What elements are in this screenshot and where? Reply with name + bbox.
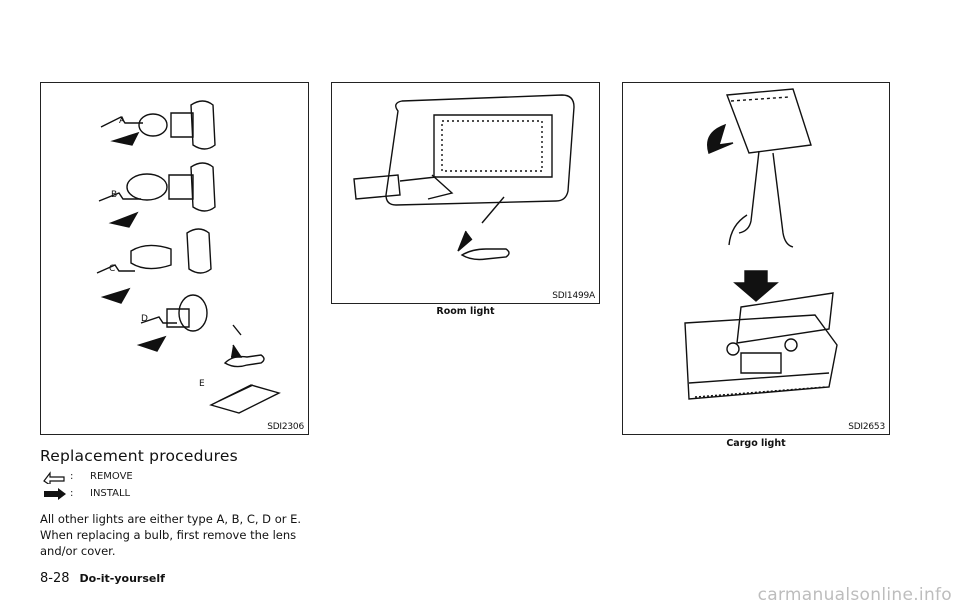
figure-code: SDI2306 [267, 422, 304, 432]
legend-colon: : [70, 488, 74, 499]
legend-colon: : [70, 471, 74, 482]
legend-label-install: INSTALL [90, 488, 131, 499]
bulb-label-c: C [109, 264, 115, 274]
remove-arrow-icon [43, 471, 65, 484]
footer-section-name: Do-it-yourself [79, 572, 165, 585]
figure-caption-cargo-light: Cargo light [726, 438, 786, 449]
watermark: carmanualsonline.info [757, 585, 952, 605]
figure-code: SDI1499A [552, 291, 595, 301]
body-paragraph: All other lights are either type A, B, C… [40, 512, 302, 558]
figure-room-light: SDI1499A [331, 82, 600, 304]
room-light-illustration [353, 94, 575, 261]
legend-row-install: : INSTALL [42, 487, 242, 501]
legend-label-remove: REMOVE [90, 471, 133, 482]
bulb-types-illustration: A B C D E [96, 100, 281, 414]
figure-caption-room-light: Room light [436, 306, 495, 317]
page-number: 8-28 [40, 571, 70, 586]
cargo-light-illustration [684, 88, 838, 400]
page-footer: 8-28 Do-it-yourself [40, 571, 165, 586]
figure-code: SDI2653 [848, 422, 885, 432]
legend-row-remove: : REMOVE [42, 470, 242, 484]
figure-bulb-types: A B C D E SDI2306 [40, 82, 309, 435]
bulb-label-a: A [119, 116, 126, 126]
bulb-label-b: B [111, 190, 117, 200]
figure-cargo-light: SDI2653 [622, 82, 890, 435]
bulb-label-d: D [141, 314, 148, 324]
bulb-label-e: E [199, 379, 205, 389]
section-title: Replacement procedures [40, 447, 238, 465]
install-arrow-icon [44, 488, 66, 500]
